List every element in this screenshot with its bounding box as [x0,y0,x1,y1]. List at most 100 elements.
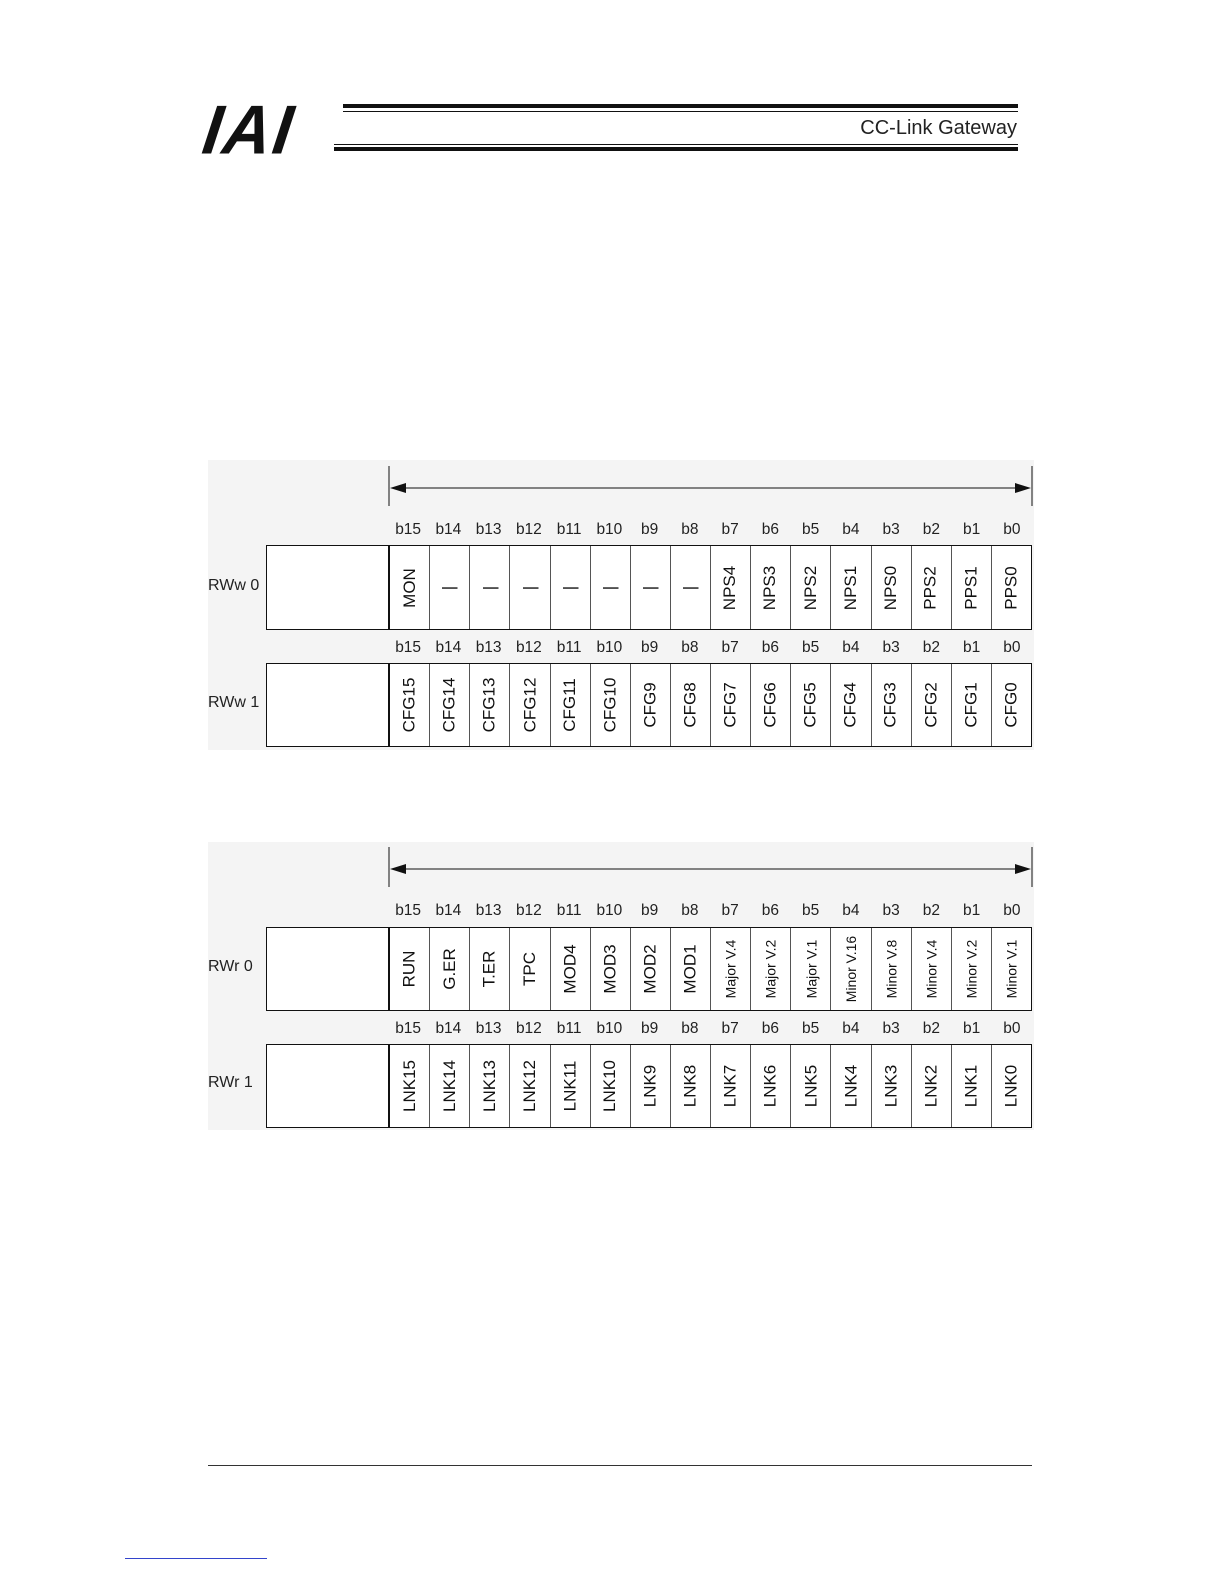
bit-signal-label: Minor V.8 [883,939,900,999]
bit-cell: LNK9 [629,1045,670,1127]
bit-signal-label: LNK5 [800,1064,820,1108]
rww1-register: CFG15 CFG14 CFG13 CFG12 CFG11 CFG10 CFG9 CFG8 CF… [388,663,1032,747]
bit-number: b2 [922,1020,940,1037]
bit-cell: CFG9 [629,664,670,746]
bit-cell: LNK15 [390,1045,429,1127]
bit-cell: LNK8 [669,1045,710,1127]
bit-cell: CFG3 [870,664,911,746]
bit-number: b6 [761,902,779,919]
bit-cell: Major V.4 [710,928,750,1010]
bit-cell: MOD1 [669,928,710,1010]
bit-number: b12 [515,639,542,656]
company-logo: IAI [198,90,300,169]
bit-number: b14 [435,1020,462,1037]
bit-signal-label: TPC [519,952,539,986]
bit-cell: LNK14 [429,1045,469,1127]
header-rule-bottom-thin [334,144,1018,145]
bit-signal-label: LNK6 [760,1064,780,1108]
bit-cell: Minor V.16 [830,928,870,1010]
bit-number: b3 [882,1020,900,1037]
bit-signal-label: NPS2 [800,565,820,610]
bit-cell: CFG14 [429,664,469,746]
bit-number: b11 [556,639,582,656]
bit-number: b11 [556,1020,582,1037]
bit-cell: MOD3 [589,928,630,1010]
bit-cell: LNK5 [790,1045,830,1127]
bit-number: b11 [556,902,582,919]
bit-number: b3 [882,902,900,919]
bit-number: b14 [435,902,462,919]
bit-number: b7 [721,1020,739,1037]
bit-cell: CFG15 [390,664,429,746]
bit-signal-label: PPS0 [1001,565,1021,610]
bit-cell: LNK7 [710,1045,750,1127]
bit-number: b8 [681,521,699,538]
bit-signal-label: | [600,585,620,590]
bit-signal-label: LNK7 [720,1064,740,1108]
bit-signal-label: CFG0 [1001,682,1021,728]
bit-number: b13 [475,639,502,656]
bit-number: b1 [963,639,981,656]
bit-cell: | [669,546,710,629]
bit-cell: NPS0 [870,546,911,629]
bit-number: b11 [556,521,582,538]
bit-signal-label: CFG14 [439,677,459,733]
bit-cell: Minor V.2 [950,928,991,1010]
bit-number: b0 [1003,1020,1021,1037]
bit-number: b3 [882,639,900,656]
document-title: CC-Link Gateway [860,117,1017,139]
bit-signal-label: CFG11 [560,678,580,732]
bit-cell: NPS2 [790,546,830,629]
bit-cell: LNK11 [549,1045,590,1127]
bit-cell: MOD2 [629,928,670,1010]
bit-signal-label: Major V.2 [762,939,779,999]
bit-cell: TPC [509,928,549,1010]
rwr1-box [266,1044,389,1128]
bit-cell: LNK12 [509,1045,549,1127]
bit-signal-label: MOD3 [600,944,620,994]
bit-signal-label: CFG9 [640,682,660,728]
bit-signal-label: CFG13 [479,677,499,733]
bit-number: b15 [395,1020,422,1037]
bit-number: b7 [721,902,739,919]
bit-cell: T.ER [469,928,509,1010]
bit-signal-label: MON [399,567,419,608]
bit-signal-label: LNK8 [680,1064,700,1108]
bit-number: b8 [681,902,699,919]
bit-cell: PPS2 [910,546,951,629]
bit-signal-label: Minor V.4 [923,939,940,999]
rww1-box [266,663,389,747]
bit-signal-label: RUN [399,950,419,988]
bit-signal-label: CFG1 [961,682,981,728]
bit-cell: CFG5 [790,664,830,746]
bit-cell: | [549,546,590,629]
header-rule-bottom [334,147,1018,151]
bit-signal-label: T.ER [479,950,499,988]
bit-signal-label: LNK12 [519,1060,539,1112]
bit-number: b9 [641,902,659,919]
bit-number: b5 [802,1020,820,1037]
bit-number: b4 [842,902,860,919]
bit-signal-label: NPS1 [840,565,860,610]
bit-cell: LNK1 [950,1045,991,1127]
bit-number: b5 [802,521,820,538]
bit-cell: G.ER [429,928,469,1010]
header-rule-top [343,104,1018,108]
bit-signal-label: CFG6 [760,682,780,728]
bit-signal-label: CFG10 [600,677,620,733]
bit-number: b10 [596,902,623,919]
bit-number: b15 [395,639,422,656]
bit-number: b1 [963,521,981,538]
bit-signal-label: CFG8 [680,682,700,728]
bit-cell: CFG11 [549,664,590,746]
bit-cell: CFG12 [509,664,549,746]
bit-cell: CFG6 [750,664,790,746]
rww1-label: RWw 1 [208,694,260,711]
bit-cell: | [469,546,509,629]
bit-number: b0 [1003,639,1021,656]
rww0-box [266,545,389,630]
